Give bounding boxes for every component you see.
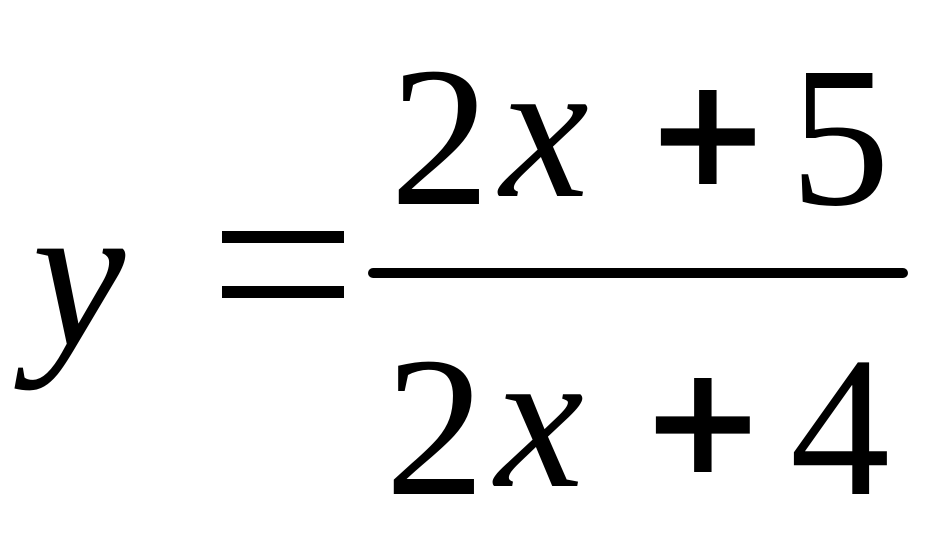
numerator-coefficient: 2 <box>390 27 490 248</box>
denominator-variable: x <box>495 309 584 530</box>
fraction-bar <box>368 268 908 278</box>
numerator-constant: 5 <box>790 27 890 248</box>
lhs-variable: y <box>32 159 126 391</box>
denominator-constant: 4 <box>790 317 890 538</box>
denominator-plus-sign: + <box>640 334 766 508</box>
denominator-coefficient: 2 <box>385 317 485 538</box>
numerator-plus-sign: + <box>645 46 771 220</box>
numerator-variable: x <box>500 19 589 240</box>
